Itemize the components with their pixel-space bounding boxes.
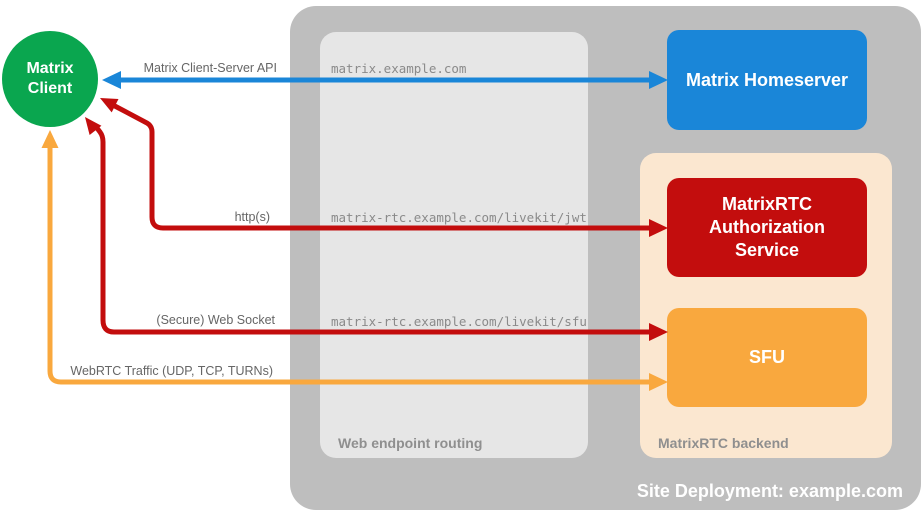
matrix-client-node: Matrix Client [2, 31, 98, 127]
http-endpoint: matrix-rtc.example.com/livekit/jwt [331, 210, 587, 225]
sfu-node: SFU [667, 308, 867, 407]
websocket-endpoint: matrix-rtc.example.com/livekit/sfu [331, 314, 587, 329]
websocket-arrowhead-client [85, 117, 102, 135]
web-endpoint-routing-container [320, 32, 588, 458]
http-arrowhead-client [100, 98, 119, 113]
webrtc-traffic-label: WebRTC Traffic (UDP, TCP, TURNs) [70, 364, 273, 378]
websocket-label: (Secure) Web Socket [156, 313, 275, 327]
matrixrtc-auth-service-node: MatrixRTC Authorization Service [667, 178, 867, 277]
client-server-api-label: Matrix Client-Server API [143, 61, 277, 75]
site-deployment-label: Site Deployment: example.com [636, 481, 903, 501]
web-endpoint-routing-label: Web endpoint routing [338, 435, 483, 451]
matrixrtc-backend-label: MatrixRTC backend [658, 435, 789, 451]
client-server-api-endpoint: matrix.example.com [331, 61, 467, 76]
matrix-client-label: Matrix Client [26, 60, 74, 97]
http-label: http(s) [234, 210, 270, 224]
matrixrtc-auth-service-label: MatrixRTC Authorization Service [709, 194, 825, 260]
sfu-label: SFU [749, 347, 785, 367]
matrix-homeserver-node: Matrix Homeserver [667, 30, 867, 130]
webrtc-arrowhead-client [41, 130, 59, 148]
matrix-homeserver-label: Matrix Homeserver [685, 69, 849, 90]
